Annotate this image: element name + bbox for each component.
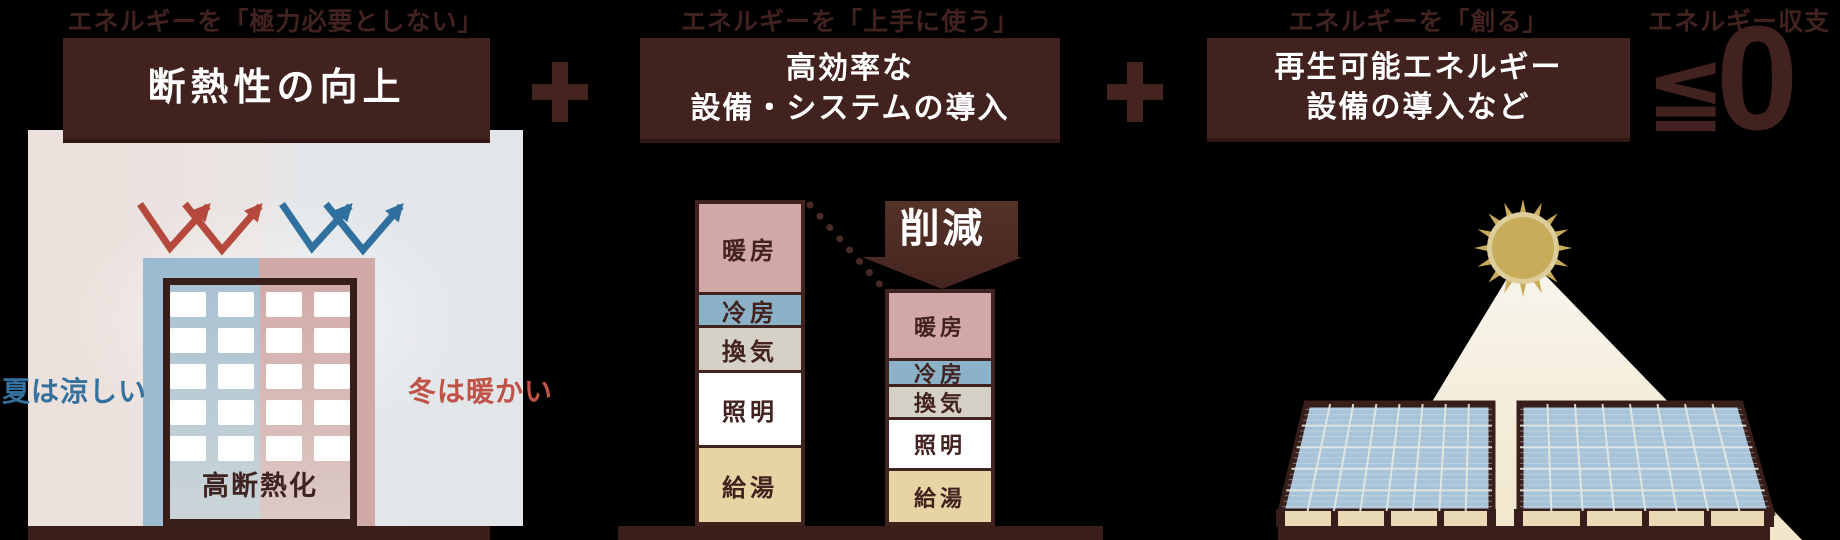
right-section-header: エネルギーを「創る」 — [1288, 8, 1549, 36]
reduction-arrow: 削減 — [862, 201, 1023, 289]
plus-icon — [1107, 62, 1163, 122]
light-beam — [1348, 252, 1802, 540]
winter-label: 冬は暖かい — [408, 376, 554, 407]
energy-bar-after: 暖房 冷房 換気 照明 給湯 — [885, 289, 995, 526]
solar-panel-bases — [1276, 509, 1774, 527]
right-banner-line1: 再生可能エネルギー — [1274, 51, 1563, 85]
segment-heating: 暖房 — [889, 293, 991, 358]
plus-icon — [532, 62, 588, 122]
segment-hotwater: 給湯 — [699, 445, 801, 522]
building-windows — [170, 292, 350, 461]
segment-lighting: 照明 — [889, 417, 991, 468]
left-banner: 断熱性の向上 — [63, 38, 490, 143]
segment-cooling: 冷房 — [889, 358, 991, 387]
reduction-label: 削減 — [899, 207, 986, 251]
summer-label: 夏は涼しい — [2, 376, 148, 407]
energy-bar-before: 暖房 冷房 換気 照明 給湯 — [695, 200, 805, 526]
segment-lighting: 照明 — [699, 370, 801, 445]
ground-left — [28, 526, 490, 540]
ground-middle — [618, 526, 1103, 540]
segment-ventilation: 換気 — [889, 384, 991, 417]
middle-banner-line2: 設備・システムの導入 — [690, 91, 1010, 125]
left-banner-label: 断熱性の向上 — [147, 67, 406, 110]
solar-panels — [1276, 400, 1776, 516]
segment-heating: 暖房 — [699, 204, 801, 292]
sun-icon — [1487, 212, 1559, 284]
less-equal-operator: ≦ — [1646, 36, 1726, 142]
building-label: 高断熱化 — [202, 471, 318, 501]
reduction-dotted-line — [806, 201, 886, 291]
left-section-header: エネルギーを「極力必要としない」 — [67, 8, 484, 36]
segment-hotwater: 給湯 — [889, 468, 991, 522]
segment-cooling: 冷房 — [699, 292, 801, 327]
middle-banner: 高効率な 設備・システムの導入 — [640, 38, 1060, 143]
right-banner-line2: 設備の導入など — [1306, 91, 1531, 124]
ground-right — [1278, 526, 1770, 540]
right-banner: 再生可能エネルギー 設備の導入など — [1207, 38, 1630, 142]
energy-balance-label: エネルギー収支 — [1647, 8, 1830, 36]
segment-ventilation: 換気 — [699, 325, 801, 370]
middle-banner-line1: 高効率な — [786, 51, 914, 85]
middle-section-header: エネルギーを「上手に使う」 — [680, 8, 1019, 36]
balance-zero-value: 0 — [1716, 0, 1799, 161]
sun-rays-icon — [1474, 199, 1572, 297]
